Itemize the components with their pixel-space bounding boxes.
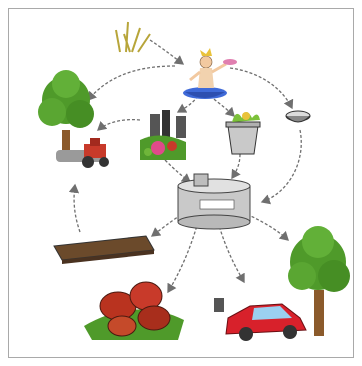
bin-icon	[226, 112, 260, 154]
arrow-bin-to-tank	[232, 154, 240, 178]
person-bath-icon	[183, 48, 237, 99]
arrow-person-to-compost	[178, 96, 198, 112]
arrow-person-to-bin	[210, 96, 234, 116]
arrow-person-to-bowl	[230, 68, 292, 108]
tank-icon	[178, 174, 250, 229]
fertiliser-icon	[84, 282, 184, 340]
arrow-tank-to-fertiliser	[168, 222, 198, 292]
bowl-icon	[286, 111, 310, 122]
soil-icon	[54, 236, 154, 264]
arrow-compost-to-tank	[165, 160, 190, 182]
tree-tractor-icon	[38, 70, 109, 168]
car-icon	[214, 298, 306, 341]
arrow-tank-to-car	[218, 222, 244, 282]
arrow-bowl-to-tank	[262, 130, 301, 202]
grass-icon	[116, 22, 150, 52]
arrow-compost-to-tree	[98, 120, 140, 130]
arrow-soil-to-tree	[74, 185, 80, 232]
arrow-top-left-loop	[88, 66, 175, 100]
compost-icon	[140, 110, 186, 160]
arrow-grass-to-person	[150, 40, 183, 64]
